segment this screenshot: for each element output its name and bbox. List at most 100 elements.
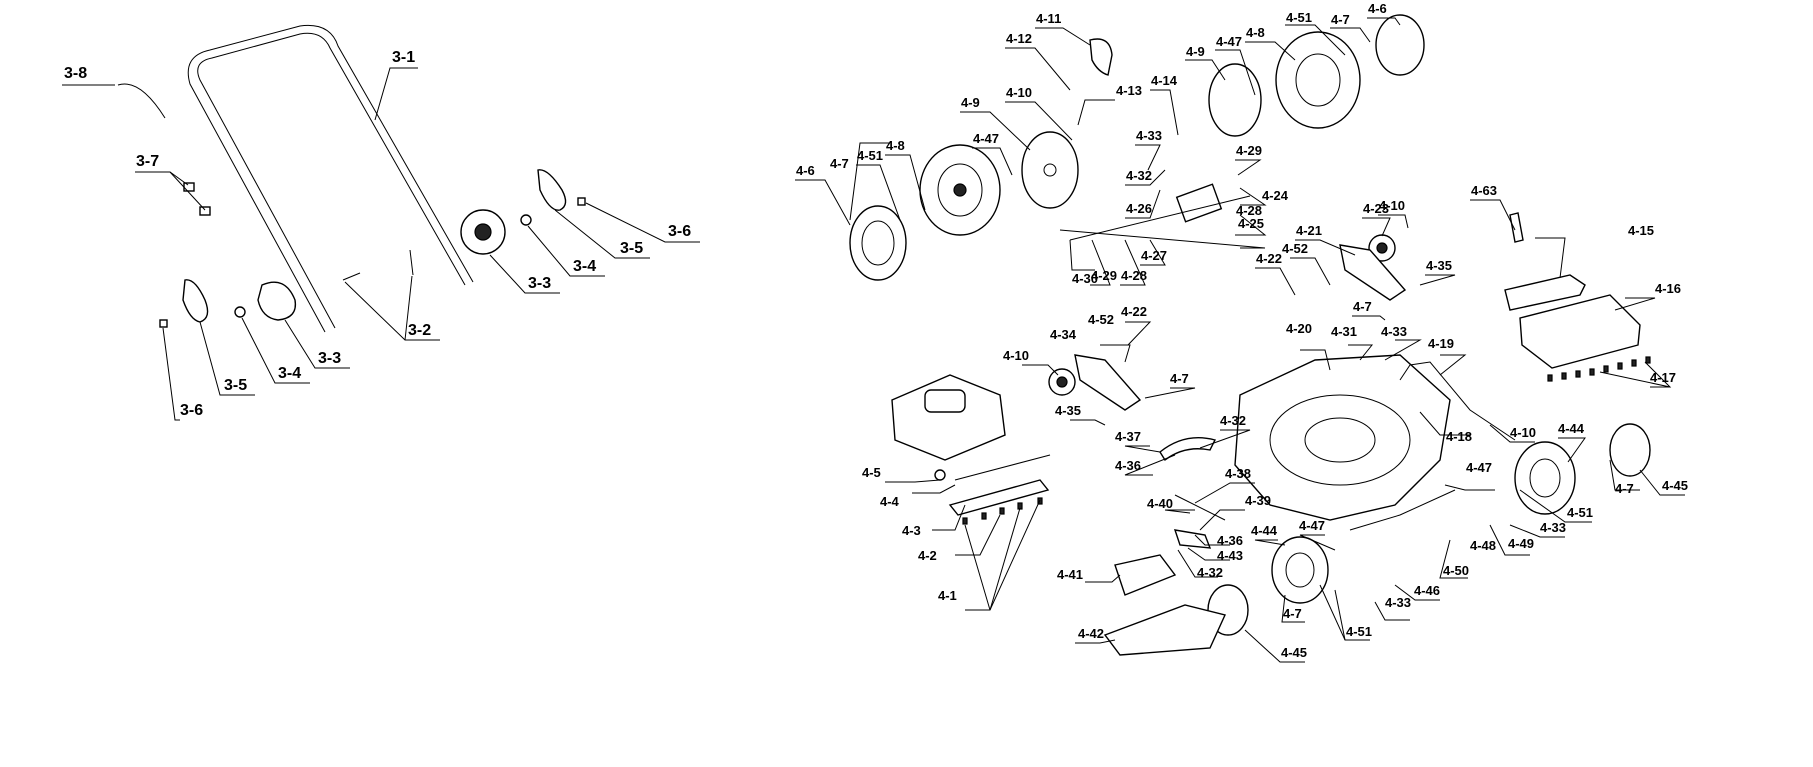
- label-4-23: 4-23: [1363, 201, 1389, 216]
- label-4-22-top: 4-22: [1256, 251, 1282, 266]
- label-4-44-bottom: 4-44: [1251, 523, 1278, 538]
- label-4-20: 4-20: [1286, 321, 1312, 336]
- label-3-4-right: 3-4: [573, 258, 596, 275]
- nut-right: [577, 197, 586, 206]
- label-4-37: 4-37: [1115, 429, 1141, 444]
- left-leaders: [62, 67, 700, 421]
- lever-left: [182, 279, 209, 323]
- label-4-22-left: 4-22: [1121, 304, 1147, 319]
- label-4-7-mid: 4-7: [1353, 299, 1372, 314]
- label-4-1: 4-1: [938, 588, 957, 603]
- bracket-cover: [1089, 38, 1113, 76]
- label-4-8-top: 4-8: [1246, 25, 1265, 40]
- label-4-28-bottom: 4-28: [1121, 268, 1147, 283]
- label-4-6-top: 4-6: [1368, 1, 1387, 16]
- label-4-49: 4-49: [1508, 536, 1534, 551]
- gear-cover-left: [1021, 131, 1079, 209]
- lever-right: [537, 169, 567, 211]
- label-3-6-left: 3-6: [180, 402, 203, 419]
- label-4-36-top: 4-36: [1115, 458, 1141, 473]
- wheel-cap-left-inner: [861, 220, 895, 266]
- handle-bar-inner: [187, 24, 474, 333]
- rear-wheel-left-hub: [1285, 552, 1315, 588]
- label-4-29-top: 4-29: [1236, 143, 1262, 158]
- height-strip: [1159, 437, 1217, 462]
- gear-cover-left-hub: [1043, 163, 1057, 177]
- label-4-33-top: 4-33: [1136, 128, 1162, 143]
- label-4-41: 4-41: [1057, 567, 1083, 582]
- label-4-10-top: 4-10: [1006, 85, 1032, 100]
- label-4-7-left-mid: 4-7: [1170, 371, 1189, 386]
- label-4-7-top: 4-7: [1331, 12, 1350, 27]
- label-4-2: 4-2: [918, 548, 937, 563]
- washer-right: [520, 214, 532, 226]
- label-4-45-bottom: 4-45: [1281, 645, 1307, 660]
- label-3-1: 3-1: [392, 49, 415, 66]
- label-4-33-right: 4-33: [1540, 520, 1566, 535]
- label-4-11: 4-11: [1036, 11, 1061, 26]
- label-4-38: 4-38: [1225, 466, 1251, 481]
- label-4-31: 4-31: [1331, 324, 1357, 339]
- label-4-43: 4-43: [1217, 548, 1243, 563]
- front-pulley-center: [1056, 376, 1068, 388]
- front-cover-top: [924, 389, 966, 413]
- label-4-34: 4-34: [1050, 327, 1077, 342]
- bolt-part-2: [409, 249, 414, 276]
- label-4-46: 4-46: [1414, 583, 1440, 598]
- label-4-14: 4-14: [1151, 73, 1178, 88]
- label-4-17: 4-17: [1650, 370, 1676, 385]
- label-4-33-bottom: 4-33: [1385, 595, 1411, 610]
- label-4-30: 4-30: [1072, 271, 1098, 286]
- label-4-9-left: 4-9: [961, 95, 980, 110]
- label-3-7: 3-7: [136, 153, 159, 170]
- front-bar: [948, 479, 1050, 516]
- label-4-26: 4-26: [1126, 201, 1152, 216]
- label-4-10-left: 4-10: [1003, 348, 1029, 363]
- nut-left: [159, 319, 168, 328]
- label-4-40: 4-40: [1147, 496, 1173, 511]
- label-4-29-bottom: 4-29: [1091, 268, 1117, 283]
- label-4-3: 4-3: [902, 523, 921, 538]
- label-3-8: 3-8: [64, 65, 87, 82]
- label-4-39: 4-39: [1245, 493, 1271, 508]
- screw-row: [1547, 356, 1651, 382]
- catcher-top: [1114, 554, 1177, 596]
- rear-wheel-left: [1271, 536, 1329, 604]
- label-4-35-left: 4-35: [1055, 403, 1081, 418]
- rear-wheel-right-hub: [1529, 458, 1561, 498]
- deck-center: [1304, 417, 1376, 463]
- cable-part: [117, 83, 166, 119]
- rear-flap-bracket: [1399, 361, 1516, 441]
- front-cover: [891, 374, 1006, 461]
- wheel-left-axle: [953, 183, 967, 197]
- front-handle: [1504, 274, 1586, 311]
- wheel-left-hub: [937, 163, 983, 217]
- small-bracket: [1509, 212, 1524, 243]
- label-4-32-top: 4-32: [1126, 168, 1152, 183]
- label-4-51-bottom: 4-51: [1346, 624, 1372, 639]
- label-4-47-bottom: 4-47: [1299, 518, 1325, 533]
- label-3-5-right: 3-5: [620, 240, 643, 257]
- label-4-25: 4-25: [1238, 216, 1264, 231]
- label-4-7-right: 4-7: [1615, 481, 1634, 496]
- label-4-42: 4-42: [1078, 626, 1104, 641]
- label-4-16: 4-16: [1655, 281, 1681, 296]
- label-4-19: 4-19: [1428, 336, 1454, 351]
- wheel-right-hub: [1295, 53, 1341, 107]
- label-4-50: 4-50: [1443, 563, 1469, 578]
- handle-assembly: [117, 24, 586, 333]
- part-labels: 3-1 3-8 3-7 3-6 3-5 3-4 3-3 3-2 3-3 3-4 …: [64, 1, 1688, 660]
- label-4-10-mid: 4-10: [1379, 198, 1405, 213]
- front-knob: [934, 469, 946, 481]
- wheel-cap-right: [1375, 14, 1425, 76]
- label-4-47-left: 4-47: [973, 131, 999, 146]
- label-4-27: 4-27: [1141, 248, 1167, 263]
- mower-assembly: [849, 14, 1651, 656]
- mower-deck: [1234, 354, 1451, 521]
- label-4-24: 4-24: [1262, 188, 1289, 203]
- right-leaders: [795, 17, 1685, 663]
- washer-left: [234, 306, 246, 318]
- label-4-51-right: 4-51: [1567, 505, 1593, 520]
- label-4-7-left: 4-7: [830, 156, 849, 171]
- drive-shaft: [1069, 195, 1251, 241]
